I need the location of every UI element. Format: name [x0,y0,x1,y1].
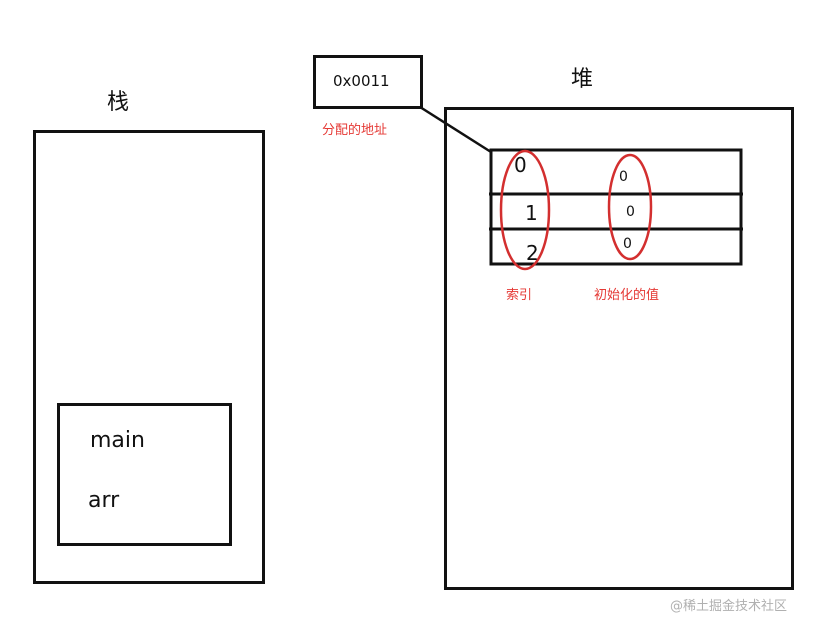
index-annotation: 索引 [506,288,533,303]
value-annotation: 初始化的值 [594,288,660,303]
address-value: 0x0011 [333,72,390,90]
watermark: @稀土掘金技术社区 [670,599,788,614]
address-annotation: 分配的地址 [322,123,388,138]
heap-region [444,107,794,590]
index-circle [499,149,551,271]
stack-title: 栈 [107,90,130,115]
array-table [489,148,743,266]
address-connector-line [419,105,492,154]
frame-line-main: main [90,428,145,453]
array-index-0: 0 [514,153,527,177]
main-stack-frame [57,403,232,546]
array-index-2: 2 [526,241,539,265]
array-value-2: 0 [623,236,632,252]
array-index-1: 1 [525,201,538,225]
address-box [313,55,423,109]
heap-title: 堆 [571,67,594,92]
frame-line-arr: arr [88,488,120,513]
array-value-1: 0 [626,204,635,220]
value-circle [607,153,653,261]
array-value-0: 0 [619,169,628,185]
stack-region [33,130,265,584]
